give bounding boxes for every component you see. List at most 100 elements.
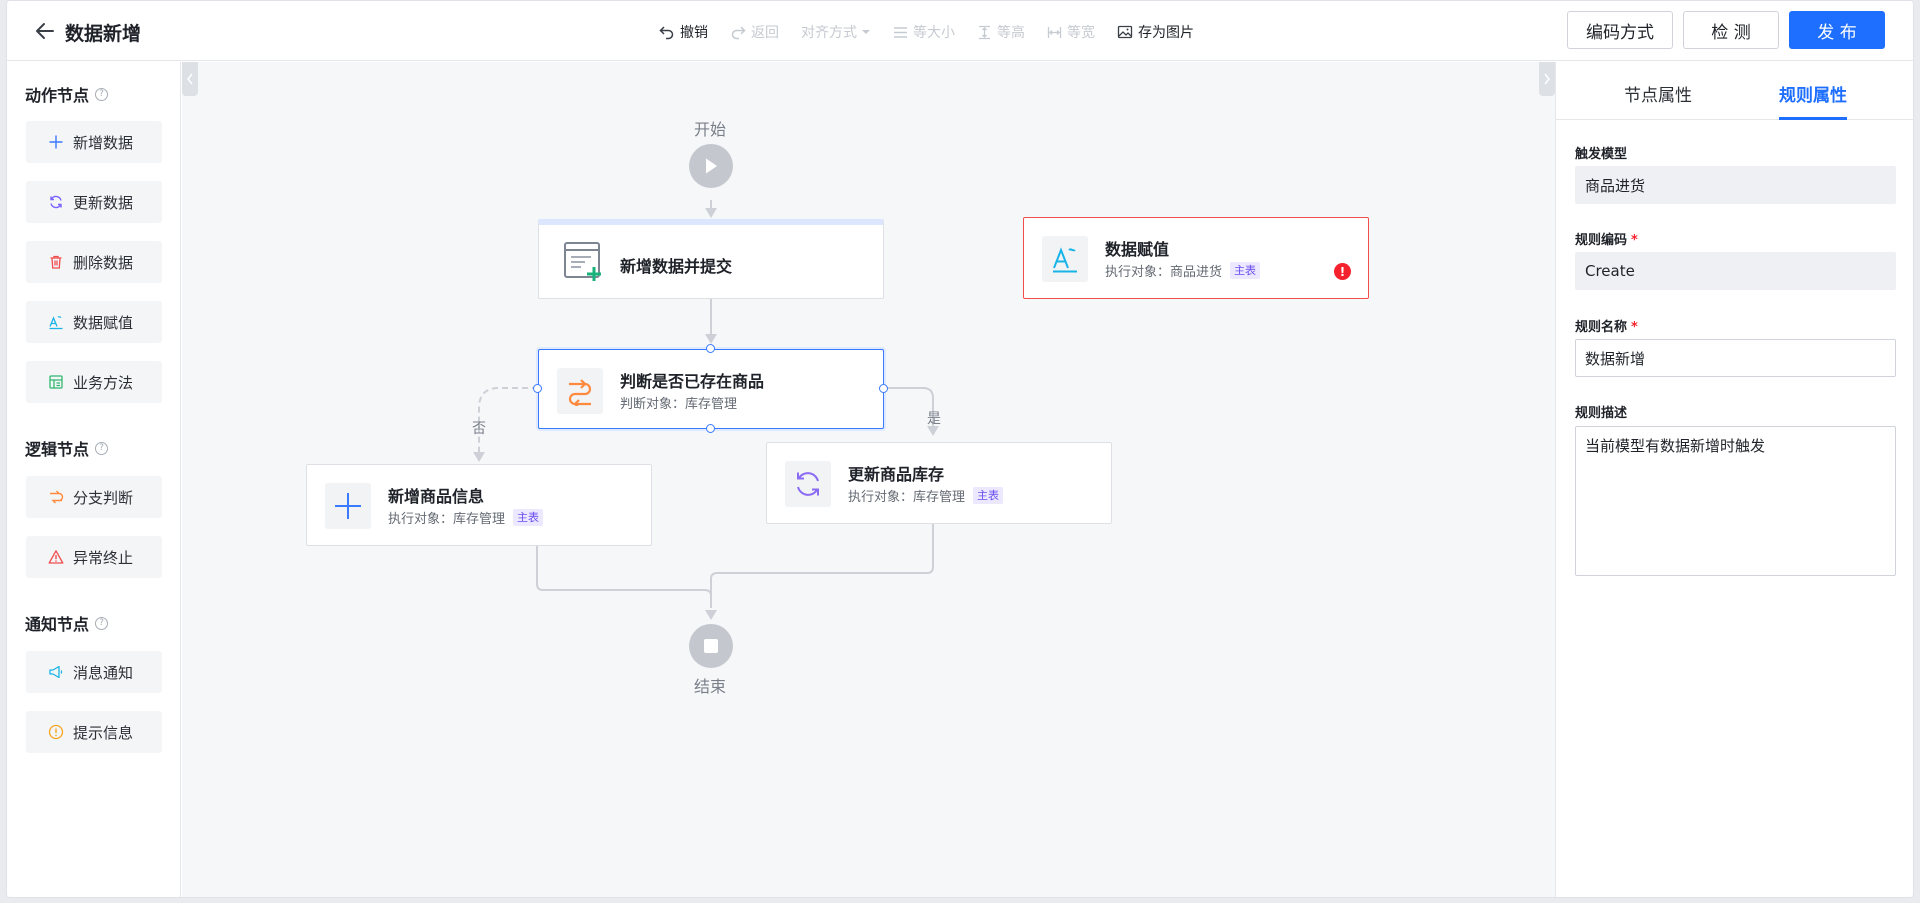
start-label: 开始 (694, 120, 727, 139)
node-title: 判断是否已存在商品 (620, 372, 765, 391)
warning-icon (48, 550, 64, 564)
section-logic-nodes: 逻辑节点? (25, 436, 109, 460)
main-table-tag: 主表 (973, 487, 1004, 504)
redo-icon (731, 26, 746, 40)
palette-item-message[interactable]: 消息通知 (26, 651, 162, 693)
undo-icon (659, 26, 674, 40)
node-target: 执行对象：商品进货 (1105, 265, 1223, 280)
undo-label: 撤销 (680, 25, 708, 41)
encoding-button[interactable]: 编码方式 (1567, 11, 1673, 49)
branch-icon (50, 490, 64, 504)
section-title: 逻辑节点 (25, 440, 90, 459)
node-title: 数据赋值 (1105, 240, 1170, 259)
rule-code-field: Create (1575, 252, 1896, 290)
active-tab-indicator (1779, 117, 1847, 120)
rule-code-label: 规则编码* (1575, 229, 1638, 248)
megaphone-icon (49, 665, 63, 679)
port-right[interactable] (879, 384, 888, 393)
rule-desc-label: 规则描述 (1575, 402, 1627, 421)
play-icon (706, 158, 717, 174)
palette-item-label: 新增数据 (73, 133, 134, 152)
rule-name-input[interactable] (1575, 339, 1896, 377)
help-icon[interactable]: ? (95, 87, 109, 101)
caret-down-icon (862, 30, 870, 34)
save-image-button[interactable]: 存为图片 (1117, 22, 1194, 42)
palette-item-label: 异常终止 (73, 548, 134, 567)
rule-name-label-text: 规则名称 (1575, 320, 1628, 335)
redo-button[interactable]: 返回 (730, 22, 779, 42)
undo-button[interactable]: 撤销 (659, 22, 708, 42)
palette-item-exception[interactable]: 异常终止 (26, 536, 162, 578)
required-mark: * (1631, 320, 1638, 335)
same-size-button[interactable]: 等大小 (893, 22, 955, 42)
same-size-icon (894, 26, 907, 38)
image-icon (1117, 25, 1133, 39)
palette-item-delete-data[interactable]: 删除数据 (26, 241, 162, 283)
error-icon[interactable]: ! (1334, 263, 1351, 280)
collapse-left-toggle[interactable] (182, 62, 198, 96)
plus-icon (325, 483, 371, 529)
node-target: 判断对象：库存管理 (620, 397, 738, 412)
node-submit[interactable]: 新增数据并提交 (538, 219, 884, 299)
collapse-right-toggle[interactable] (1539, 62, 1555, 96)
header-actions: 编码方式 检 测 发 布 (1557, 11, 1885, 49)
palette-item-label: 消息通知 (73, 663, 134, 682)
refresh-icon (50, 195, 62, 209)
check-button[interactable]: 检 测 (1683, 11, 1779, 49)
chevron-right-icon (1544, 73, 1550, 85)
node-title: 新增商品信息 (388, 487, 485, 506)
required-mark: * (1631, 233, 1638, 248)
port-top[interactable] (706, 344, 715, 353)
same-height-button[interactable]: 等高 (977, 22, 1025, 42)
node-target: 执行对象：库存管理 (848, 490, 966, 505)
section-title: 通知节点 (25, 615, 90, 634)
align-label: 对齐方式 (801, 25, 857, 41)
help-icon[interactable]: ? (95, 616, 109, 630)
port-bottom[interactable] (706, 424, 715, 433)
start-node[interactable] (689, 144, 733, 188)
trigger-model-label-text: 触发模型 (1575, 147, 1628, 162)
section-notify-nodes: 通知节点? (25, 611, 109, 635)
save-image-label: 存为图片 (1138, 25, 1194, 41)
rule-code-label-text: 规则编码 (1575, 233, 1628, 248)
same-width-label: 等宽 (1067, 25, 1095, 41)
main-table-tag: 主表 (513, 509, 544, 526)
info-icon (48, 724, 64, 740)
trigger-model-field: 商品进货 (1575, 166, 1896, 204)
same-width-icon (1047, 26, 1062, 38)
same-size-label: 等大小 (913, 25, 955, 41)
palette-item-tip[interactable]: 提示信息 (26, 711, 162, 753)
palette-item-branch[interactable]: 分支判断 (26, 476, 162, 518)
end-node[interactable] (689, 624, 733, 668)
palette-item-update-data[interactable]: 更新数据 (26, 181, 162, 223)
toolbar: 撤销 返回 对齐方式 等大小 等高 等宽 (659, 21, 1216, 43)
back-arrow-icon[interactable] (33, 19, 57, 43)
same-width-button[interactable]: 等宽 (1047, 22, 1095, 42)
rule-desc-label-text: 规则描述 (1575, 406, 1628, 421)
tab-rule-properties[interactable]: 规则属性 (1779, 86, 1847, 106)
rule-desc-textarea[interactable]: 当前模型有数据新增时触发 (1575, 426, 1896, 576)
port-left[interactable] (533, 384, 542, 393)
refresh-icon (785, 461, 831, 507)
tab-node-properties[interactable]: 节点属性 (1624, 86, 1692, 106)
node-update-stock[interactable]: 更新商品库存 执行对象：库存管理 主表 (766, 442, 1112, 524)
method-icon (49, 375, 63, 389)
branch-no-label: 否 (472, 421, 486, 437)
main-table-tag: 主表 (1230, 262, 1261, 279)
node-judge[interactable]: 判断是否已存在商品 判断对象：库存管理 (538, 349, 884, 429)
node-assign[interactable]: 数据赋值 执行对象：商品进货 主表 ! (1023, 217, 1369, 299)
form-add-icon (561, 239, 607, 285)
end-label: 结束 (694, 677, 727, 696)
flow-connectors (473, 200, 939, 620)
palette-item-assign-data[interactable]: 数据赋值 (26, 301, 162, 343)
publish-button[interactable]: 发 布 (1789, 11, 1885, 49)
help-icon[interactable]: ? (95, 441, 109, 455)
node-add-product[interactable]: 新增商品信息 执行对象：库存管理 主表 (306, 464, 652, 546)
align-dropdown[interactable]: 对齐方式 (801, 22, 871, 42)
palette-item-add-data[interactable]: 新增数据 (26, 121, 162, 163)
page-title: 数据新增 (65, 23, 142, 45)
flow-canvas[interactable]: 开始 新增数据并提交 数据赋值 执行对象：商品进货 主表 ! (182, 62, 1555, 897)
palette-item-business-method[interactable]: 业务方法 (26, 361, 162, 403)
text-assign-icon (49, 316, 63, 330)
palette-item-label: 删除数据 (73, 253, 134, 272)
